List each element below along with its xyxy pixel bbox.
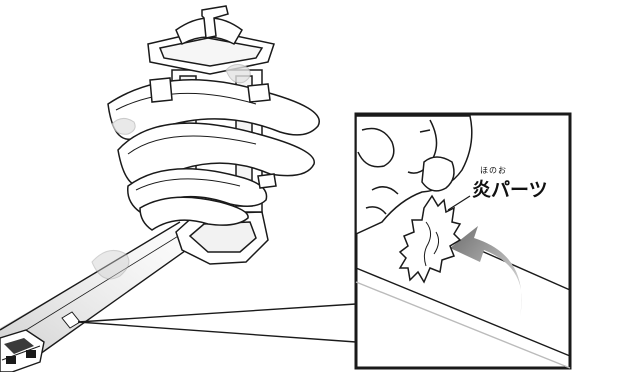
spiral-tower-track-icon: [108, 6, 319, 264]
detail-callout-box: [356, 114, 570, 368]
flame-part-label: 炎パーツ: [472, 175, 548, 202]
callout-leader-lines: [78, 304, 356, 342]
